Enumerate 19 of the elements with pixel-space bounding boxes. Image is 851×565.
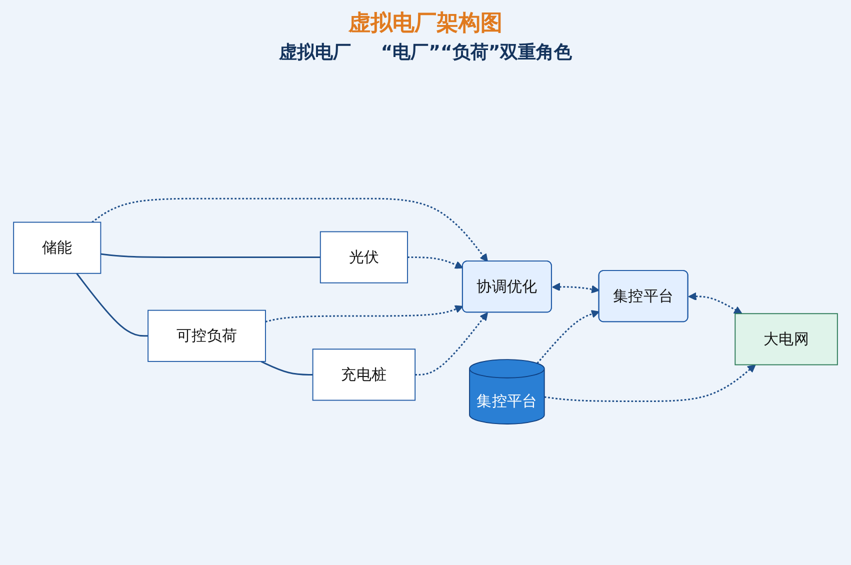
arrow <box>544 364 756 402</box>
arrow <box>265 305 464 323</box>
arrow <box>415 312 488 376</box>
arrow <box>536 310 600 364</box>
node-box: 可控负荷 <box>148 310 266 362</box>
node-box: 充电桩 <box>312 348 416 401</box>
connector <box>100 253 320 258</box>
note-text: “电厂”“负荷”双重角色 <box>380 41 572 64</box>
connector <box>76 273 148 337</box>
arrow <box>92 198 488 262</box>
connector <box>260 360 313 376</box>
arrow <box>408 256 464 269</box>
arrow <box>552 283 600 294</box>
arrow <box>688 292 742 314</box>
node-box: 大电网 <box>734 313 838 366</box>
note-text: 虚拟电厂 <box>278 41 351 64</box>
node-box: 光伏 <box>320 231 408 284</box>
node-box: 储能 <box>13 222 102 274</box>
diagram-title: 虚拟电厂架构图 <box>348 10 502 38</box>
